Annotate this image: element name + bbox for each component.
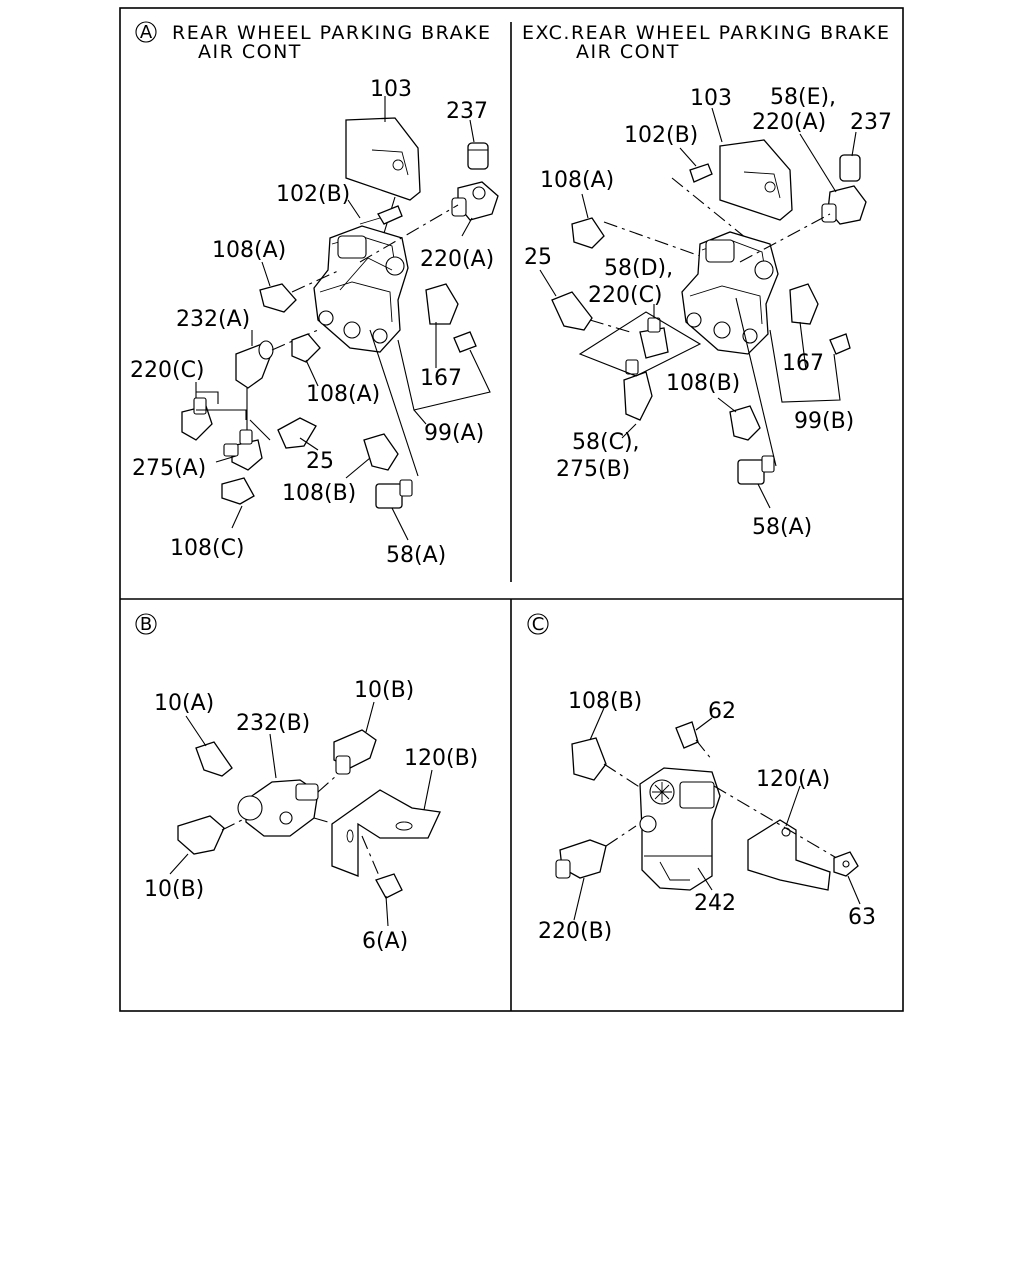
part-167-exc <box>789 283 819 325</box>
callout-108b-a: 108(B) <box>282 481 356 506</box>
bracket-103 <box>345 117 421 201</box>
valve-body-a <box>313 225 409 353</box>
callout-103-exc: 103 <box>690 86 732 111</box>
callout-220c-exc: 220(C) <box>588 283 663 308</box>
panel-a-header: A REAR WHEEL PARKING BRAKE AIR CONT <box>135 21 492 63</box>
elbow-10b-bottom <box>177 815 225 855</box>
callout-62: 62 <box>708 699 736 724</box>
elbow-108a-exc <box>571 217 605 249</box>
callout-237-a: 237 <box>446 99 488 124</box>
callout-242: 242 <box>694 891 736 916</box>
callout-25-exc: 25 <box>524 245 552 270</box>
panel-a-marker: A <box>140 22 153 43</box>
panel-c-drawing: 108(B) 62 120(A) 242 220(B) 63 <box>538 689 876 944</box>
diagram-frame <box>119 7 904 1012</box>
callout-58a-a: 58(A) <box>386 543 446 568</box>
elbow-108b-exc <box>729 405 761 441</box>
plug-25-exc <box>551 291 593 331</box>
callout-237-exc: 237 <box>850 110 892 135</box>
panel-c-marker: C <box>532 614 545 635</box>
tee-58a-a <box>375 483 403 509</box>
callout-108a-exc: 108(A) <box>540 168 614 193</box>
callout-58a-exc: 58(A) <box>752 515 812 540</box>
callout-167-a: 167 <box>420 366 462 391</box>
callout-6a: 6(A) <box>362 929 408 954</box>
fitting-108a-lower <box>291 333 321 363</box>
callout-58e: 58(E), <box>770 85 836 110</box>
panel-a-exc-title-line2: AIR CONT <box>576 41 680 63</box>
callout-10a: 10(A) <box>154 691 214 716</box>
fitting-10a <box>195 741 233 777</box>
valve-body-exc <box>681 231 779 355</box>
elbow-108c <box>221 477 255 505</box>
bracket-103-exc <box>719 139 793 221</box>
panel-a-title-line2: AIR CONT <box>198 41 302 63</box>
plug-25a <box>277 417 317 449</box>
panel-a-title-line1: REAR WHEEL PARKING BRAKE <box>172 22 492 44</box>
callout-102b-a: 102(B) <box>276 182 350 207</box>
callout-108b-c: 108(B) <box>568 689 642 714</box>
callout-99b: 99(B) <box>794 409 854 434</box>
panel-b-drawing: 10(A) 232(B) 10(B) 120(B) 10(B) 6(A) <box>144 678 478 954</box>
bolt-6a <box>375 873 403 899</box>
bracket-120a <box>747 819 831 891</box>
panel-a-exc-title-line1: EXC.REAR WHEEL PARKING BRAKE <box>522 22 891 44</box>
panel-a-drawing: 103 237 102(B) 220(A) 108(A) 232(A) 220(… <box>130 77 499 568</box>
callout-232a: 232(A) <box>176 307 250 332</box>
bolt-167-exc <box>829 333 851 355</box>
panel-marker-circle <box>135 21 157 43</box>
elbow-108b-c <box>571 737 607 781</box>
callout-63: 63 <box>848 905 876 930</box>
callout-120b: 120(B) <box>404 746 478 771</box>
panel-a-exc-header: EXC.REAR WHEEL PARKING BRAKE AIR CONT <box>522 22 891 63</box>
callout-10b-bottom: 10(B) <box>144 877 204 902</box>
panel-a-exc-drawing: 103 58(E), 220(A) 237 102(B) 108(A) 25 5… <box>524 85 892 540</box>
elbow-108b-a <box>363 433 399 471</box>
bolt-102b <box>377 205 403 225</box>
elbow-108a-left <box>259 283 297 313</box>
callout-58c: 58(C), <box>572 430 640 455</box>
callout-220a-a: 220(A) <box>420 247 494 272</box>
callout-10b-top: 10(B) <box>354 678 414 703</box>
bolt-102b-exc <box>689 163 713 183</box>
callout-275b: 275(B) <box>556 457 630 482</box>
callout-220c-a: 220(C) <box>130 358 205 383</box>
callout-275a: 275(A) <box>132 456 206 481</box>
callout-108a-a1: 108(A) <box>212 238 286 263</box>
callout-167-exc: 167 <box>782 351 824 376</box>
tee-58c-exc <box>623 371 653 421</box>
cap-237-exc <box>839 154 861 182</box>
callout-103-a: 103 <box>370 77 412 102</box>
callout-108c: 108(C) <box>170 536 245 561</box>
callout-25-a: 25 <box>306 449 334 474</box>
callout-99a: 99(A) <box>424 421 484 446</box>
cap-237 <box>467 142 489 170</box>
callout-120a: 120(A) <box>756 767 830 792</box>
tee-58a-exc <box>737 459 765 485</box>
panel-b-header: B <box>135 613 157 635</box>
callout-220a-exc: 220(A) <box>752 110 826 135</box>
callout-58d: 58(D), <box>604 256 673 281</box>
bolt-167a <box>453 331 477 353</box>
callout-232b: 232(B) <box>236 711 310 736</box>
callout-108b-exc: 108(B) <box>666 371 740 396</box>
bracket-120b <box>331 789 441 877</box>
callout-108a-a2: 108(A) <box>306 382 380 407</box>
panel-c-header: C <box>527 613 549 635</box>
callout-102b-exc: 102(B) <box>624 123 698 148</box>
panel-b-marker: B <box>140 614 152 635</box>
part-167a <box>425 283 459 325</box>
bolt-62 <box>675 721 699 749</box>
tee-275a <box>231 439 263 471</box>
callout-220b: 220(B) <box>538 919 612 944</box>
